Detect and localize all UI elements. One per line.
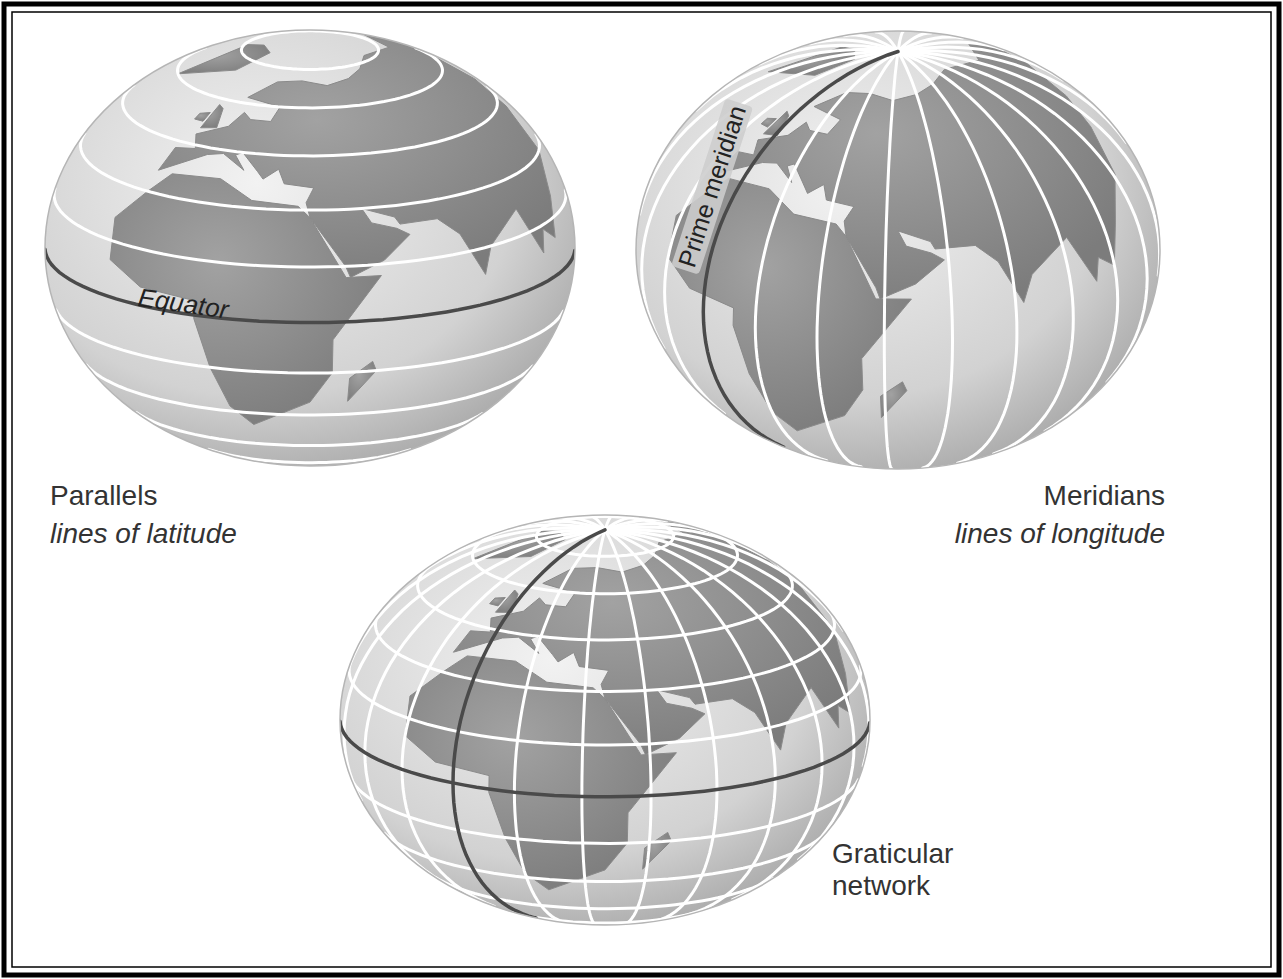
parallel-line: [54, 189, 566, 267]
meridian-line: [605, 530, 869, 766]
continent: [195, 113, 211, 122]
meridian-line: [642, 52, 898, 349]
caption-title: Meridians: [1044, 480, 1165, 512]
meridian-line: [898, 51, 1126, 143]
parallel-line: [241, 31, 378, 70]
inner-frame: [12, 12, 1271, 967]
grid-lines: [54, 31, 566, 463]
meridian-line: [884, 52, 898, 469]
caption-subtitle: lines of latitude: [50, 518, 237, 550]
continent: [158, 35, 555, 278]
meridian-line: [640, 52, 898, 215]
meridian-line: [898, 52, 1017, 464]
meridian-line: [605, 530, 717, 921]
parallel-line: [351, 778, 859, 843]
caption-title: Graticular network: [832, 838, 1002, 902]
parallel-line: [81, 133, 540, 210]
meridian-line: [898, 47, 1063, 80]
meridian-line: [898, 52, 1073, 454]
globe: [636, 31, 1160, 469]
meridian-line: [898, 52, 1147, 383]
reference-lines: [45, 249, 575, 322]
land-group: [110, 35, 555, 425]
parallel-line: [56, 310, 564, 373]
meridian-line: [605, 530, 822, 900]
reference-lines: [340, 530, 870, 918]
meridian-line: [365, 530, 605, 878]
ocean: [636, 31, 1160, 469]
parallel-line: [136, 413, 482, 446]
parallel-line: [123, 85, 498, 156]
globe: [340, 515, 870, 925]
ocean: [340, 515, 870, 925]
globe: [45, 30, 575, 466]
parallel-line: [418, 564, 793, 640]
parallel-line: [376, 610, 835, 692]
globe-rim: [636, 31, 1160, 469]
globe-rim: [45, 30, 575, 466]
meridian-line: [605, 527, 766, 557]
continent: [490, 598, 506, 606]
equator-line: [340, 721, 870, 797]
parallel-line: [384, 831, 827, 881]
equator-line: [45, 249, 575, 322]
meridian-line: [344, 530, 605, 801]
meridian-line: [605, 524, 707, 531]
parallel-line: [209, 449, 411, 462]
caption-title: Parallels: [50, 480, 157, 512]
meridian-line: [898, 52, 1118, 432]
meridian-line: [605, 530, 775, 914]
continent: [761, 118, 776, 127]
meridian-line: [605, 530, 651, 925]
parallel-line: [178, 48, 443, 108]
outer-frame: [4, 4, 1279, 975]
land-group: [405, 520, 850, 890]
continent: [178, 45, 270, 74]
meridian-line: [755, 52, 898, 461]
meridian-line: [402, 530, 605, 906]
prime-meridian-line: [453, 530, 605, 918]
ocean: [45, 30, 575, 466]
grid-lines: [640, 31, 1160, 469]
continent: [348, 361, 377, 401]
meridian-line: [898, 52, 1160, 276]
grid-lines: [344, 515, 869, 925]
meridian-line: [605, 530, 843, 631]
globe-rim: [340, 515, 870, 925]
meridian-line: [605, 530, 854, 860]
meridian-line: [898, 52, 953, 468]
meridian-line: [582, 530, 605, 925]
meridian-line: [898, 31, 904, 51]
caption-subtitle: lines of longitude: [955, 518, 1165, 550]
